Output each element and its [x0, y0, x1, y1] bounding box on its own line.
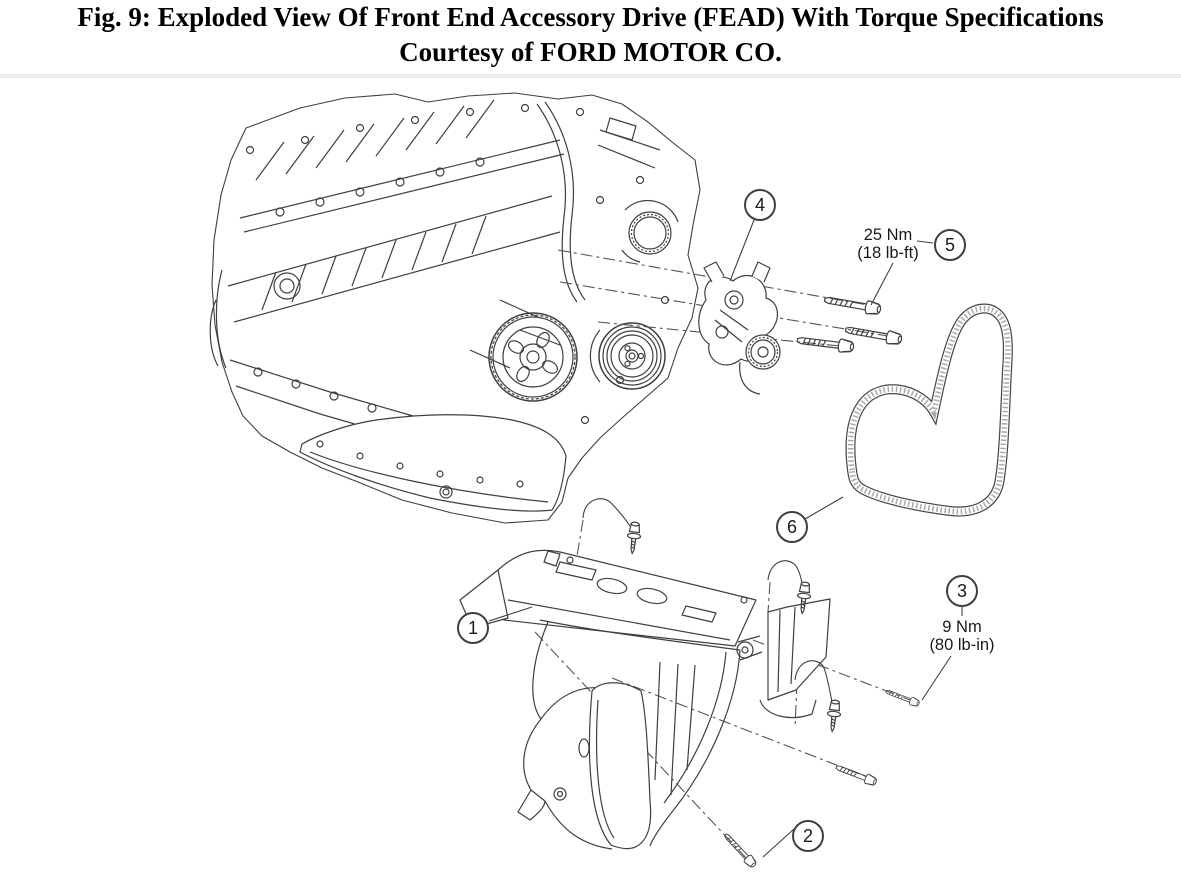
oil-pan [299, 414, 567, 512]
leader-6 [804, 496, 844, 520]
torque-label-tensioner-bolts: 25 Nm (18 lb-ft) [833, 226, 943, 262]
leader-5-dash [916, 240, 934, 244]
torque-shield-imperial: (80 lb-in) [929, 636, 995, 654]
shield-hinge [736, 635, 763, 661]
shield-right-panel [759, 598, 831, 719]
title-divider [0, 74, 1181, 78]
torque-tensioner-imperial: (18 lb-ft) [857, 244, 919, 262]
figure-title: Fig. 9: Exploded View Of Front End Acces… [0, 0, 1181, 70]
torque-shield-metric: 9 Nm [942, 618, 982, 636]
leader-1 [488, 606, 533, 622]
ac-compressor-pulley [589, 322, 666, 390]
crankshaft-pulley [488, 312, 578, 402]
callout-3: 3 [946, 575, 978, 607]
callout-1-label: 1 [467, 617, 478, 638]
figure-title-line2: Courtesy of FORD MOTOR CO. [399, 37, 782, 67]
callout-2: 2 [792, 820, 824, 852]
callout-1: 1 [457, 612, 489, 644]
torque-screw-9nm [884, 687, 921, 709]
splash-shield [459, 549, 831, 850]
figure-title-line1: Fig. 9: Exploded View Of Front End Acces… [77, 2, 1104, 32]
leader-5 [870, 262, 894, 306]
callout-5: 5 [934, 229, 966, 261]
leader-4 [729, 219, 755, 282]
idler-pulley [621, 199, 679, 263]
torque-tensioner-metric: 25 Nm [863, 226, 913, 244]
shield-screw-hook-leaders [582, 498, 834, 707]
shield-top-rail [497, 549, 757, 647]
callout-leader-lines [488, 219, 963, 858]
fuel-rail-lines [239, 139, 565, 233]
callout-6: 6 [776, 511, 808, 543]
leader-3 [921, 655, 952, 701]
serpentine-belt [845, 303, 1013, 517]
callout-5-label: 5 [944, 234, 955, 255]
callout-2-label: 2 [802, 825, 813, 846]
intake-runner-ribs [255, 99, 495, 181]
heater-hose [536, 101, 586, 303]
callout-4-label: 4 [754, 194, 765, 215]
valve-cover-lines [227, 195, 561, 323]
oil-drain-plug [439, 485, 453, 499]
tensioner-pulley [745, 334, 781, 370]
callout-6-label: 6 [786, 516, 797, 537]
torque-label-shield-screw: 9 Nm (80 lb-in) [907, 618, 1017, 654]
valve-cover-slats [261, 215, 487, 311]
shield-lower-body [517, 619, 741, 850]
leader-2 [762, 828, 795, 858]
callout-3-label: 3 [956, 580, 967, 601]
engine-outline [211, 92, 701, 524]
belt-tensioner [698, 261, 781, 395]
callout-4: 4 [744, 189, 776, 221]
engine-illustration [209, 92, 701, 524]
